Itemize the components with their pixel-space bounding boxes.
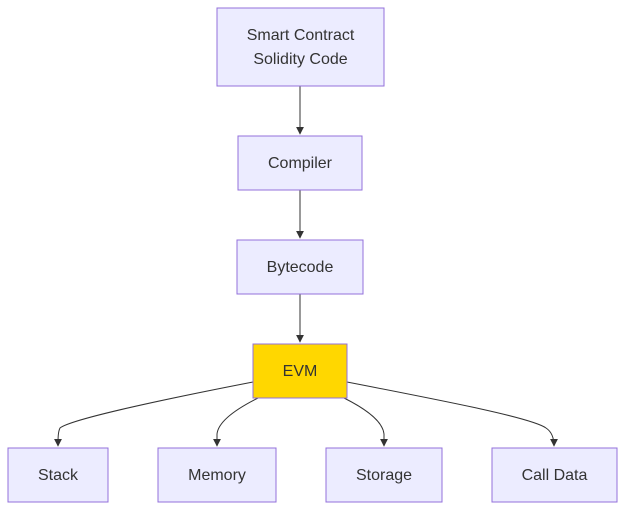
node-stack: Stack [7,447,109,503]
node-smart-contract: Smart Contract Solidity Code [216,7,385,87]
node-call-data: Call Data [491,447,618,503]
node-bytecode-box [236,239,364,295]
node-memory: Memory [157,447,277,503]
node-compiler-label: Compiler [268,155,333,172]
node-call-data-box [491,447,618,503]
node-smart-contract-line1: Smart Contract [247,27,355,44]
node-compiler: Compiler [237,135,363,191]
node-bytecode: Bytecode [236,239,364,295]
node-compiler-box [237,135,363,191]
node-memory-box [157,447,277,503]
edge-evm-to-memory [213,397,259,447]
node-storage: Storage [325,447,443,503]
node-smart-contract-line2: Solidity Code [253,51,347,68]
node-call-data-label: Call Data [522,467,588,484]
edges [54,86,558,447]
node-evm-label: EVM [283,363,318,380]
edge-evm-to-storage [343,397,388,447]
node-evm: EVM [252,343,348,399]
node-memory-label: Memory [188,467,246,484]
node-bytecode-label: Bytecode [267,259,334,276]
node-storage-label: Storage [356,467,412,484]
node-storage-box [325,447,443,503]
edge-evm-to-call-data [346,381,558,447]
node-stack-label: Stack [38,467,79,484]
edge-evm-to-stack [54,381,254,447]
node-stack-box [7,447,109,503]
node-evm-box [252,343,348,399]
node-smart-contract-box [216,7,385,87]
